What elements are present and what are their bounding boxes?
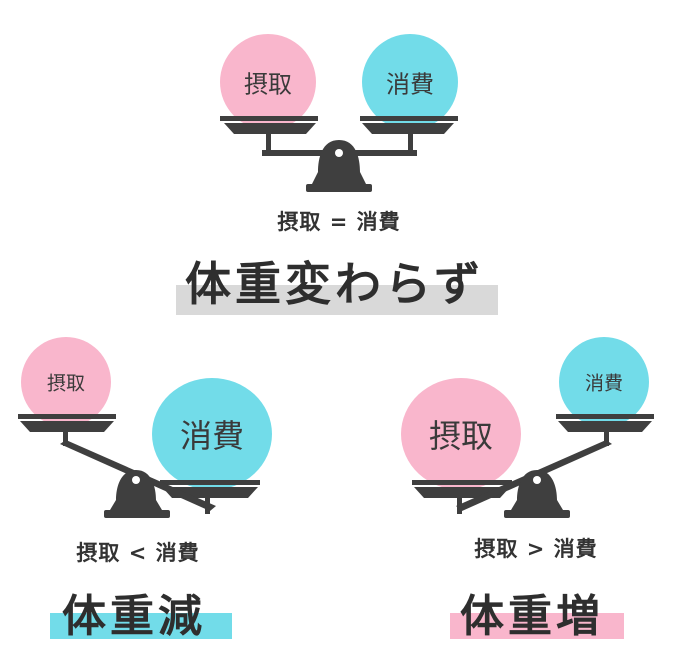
- burn-ball-large: [152, 378, 272, 490]
- balanced-panel: 摂取 消費 摂取 = 消費 体重変わらず: [0, 0, 678, 330]
- balanced-intake-label: 摂取: [244, 70, 292, 99]
- gain-formula: 摂取 > 消費: [474, 537, 598, 561]
- balanced-burn-label: 消費: [386, 70, 434, 99]
- gain-result: 体重増: [460, 591, 604, 642]
- loss-intake-label: 摂取: [46, 372, 86, 395]
- burn-ball-small: [559, 337, 649, 427]
- gain-result-highlight: [450, 613, 624, 639]
- balanced-result-highlight: [176, 285, 498, 315]
- gain-intake-label: 摂取: [428, 417, 494, 455]
- gain-burn-label: 消費: [584, 372, 624, 395]
- balanced-formula: 摂取 = 消費: [277, 210, 401, 234]
- gain-panel: 摂取 消費 摂取 > 消費 体重増: [340, 330, 678, 667]
- intake-ball-small: [21, 337, 111, 427]
- loss-panel: 摂取 消費 摂取 < 消費 体重減: [0, 330, 340, 667]
- scale-pans: [220, 116, 458, 192]
- balanced-result: 体重変わらず: [185, 257, 485, 311]
- balanced-scale-icon: [220, 34, 458, 192]
- burn-ball: [362, 34, 458, 130]
- gain-scale-icon: [401, 337, 654, 518]
- loss-burn-label: 消費: [179, 417, 245, 455]
- loss-scale-icon: [18, 337, 272, 518]
- loss-formula: 摂取 < 消費: [76, 541, 200, 565]
- intake-ball-large: [401, 378, 521, 490]
- loss-result: 体重減: [62, 591, 206, 642]
- intake-ball: [220, 34, 316, 130]
- loss-result-highlight: [50, 613, 232, 639]
